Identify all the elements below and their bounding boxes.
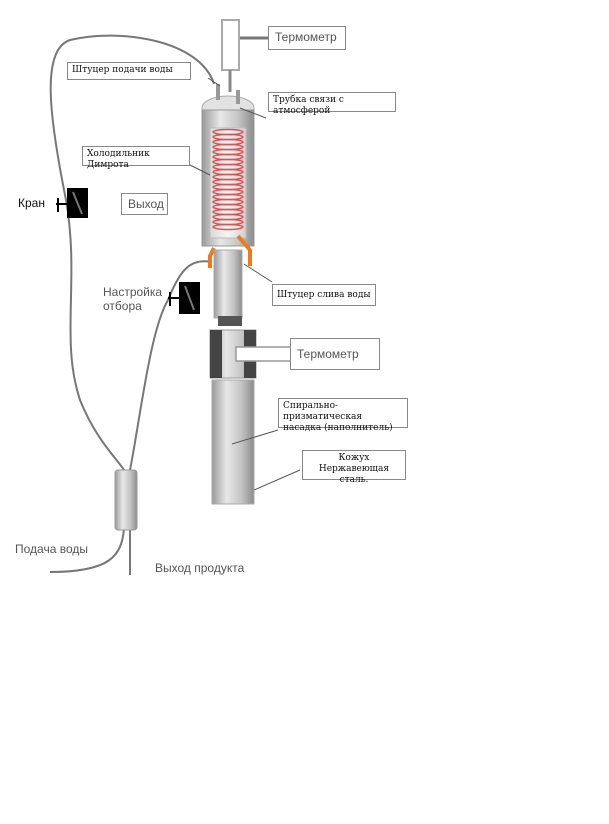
valve-label: Кран: [18, 196, 45, 210]
valve-icon[interactable]: [67, 188, 88, 218]
water-supply-hose: [49, 527, 125, 573]
water-inlet-fitting-label: Штуцер подачи воды: [67, 62, 191, 80]
water-hose-left: [49, 34, 215, 471]
draw-off-valve-icon[interactable]: [179, 282, 200, 314]
draw-off-adjust-label: Настройка отбора: [103, 285, 163, 313]
water-supply-label: Подача воды: [15, 542, 88, 556]
thermometer-top-body: [221, 19, 240, 71]
packing-label: Спирально-призматическая насадка (наполн…: [278, 398, 408, 433]
jacket-label: Кожух Нержавеющая сталь.: [302, 450, 406, 485]
drain-fitting-right: [236, 234, 252, 266]
product-cooler: [114, 469, 138, 531]
outlet-label: Выход: [121, 193, 168, 215]
column-lower: [211, 379, 255, 505]
thermometer-mid-label: Термометр: [290, 338, 380, 370]
dimroth-coil: [212, 128, 244, 231]
thermometer-top-label: Термометр: [268, 26, 346, 50]
column-upper: [213, 249, 243, 319]
return-hose: [129, 260, 213, 471]
coil-turn: [212, 223, 244, 231]
drain-fitting-left: [208, 247, 216, 268]
thermometer-mid-body: [235, 346, 293, 362]
dimroth-condenser-label: Холодильник Димрота: [82, 146, 190, 170]
atmosphere-tube-label: Трубка связи с атмосферой: [268, 92, 396, 116]
product-outlet-label: Выход продукта: [155, 561, 245, 575]
water-drain-fitting-label: Штуцер слива воды: [272, 284, 376, 306]
